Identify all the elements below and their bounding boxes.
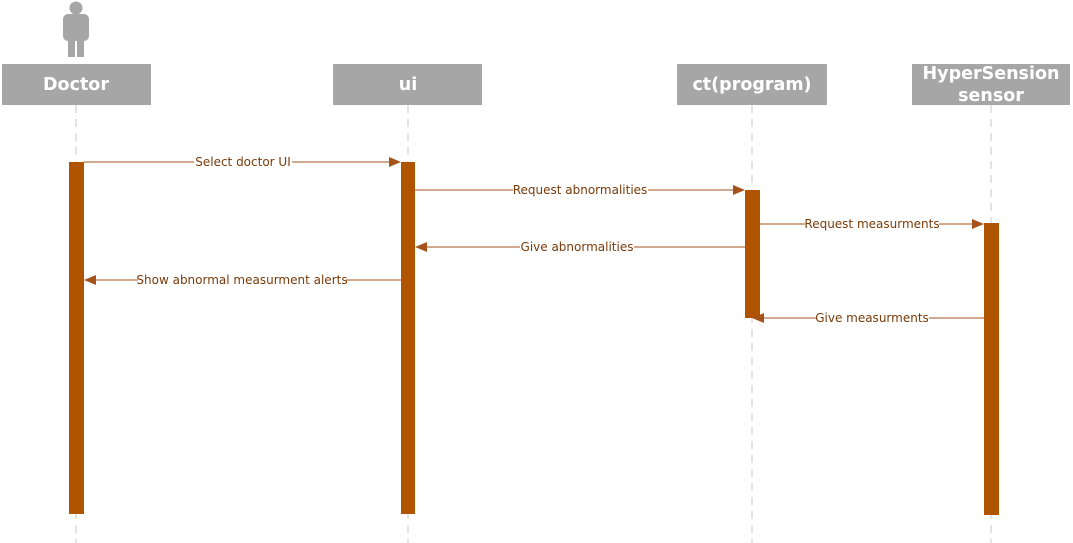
message-4-label-bg (520, 239, 634, 254)
message-4: Give abnormalities (415, 239, 745, 254)
message-2-label-bg (513, 182, 648, 197)
participant-sensor-label-line2: sensor (958, 86, 1024, 106)
participant-ct-box (677, 64, 827, 105)
message-2: Request abnormalities (415, 182, 745, 197)
message-6-label-bg (816, 310, 929, 325)
message-1-label-bg (194, 154, 292, 169)
person-icon (63, 1, 89, 57)
activation-doctor (69, 162, 84, 514)
participant-ui-box (333, 64, 482, 105)
message-3: Request measurments (760, 216, 984, 231)
message-1: Select doctor UI (84, 154, 401, 169)
participant-sensor-label-line1: HyperSension (923, 64, 1060, 84)
message-1-label: Select doctor UI (195, 155, 291, 169)
activation-ui (401, 162, 415, 514)
participant-ui-label: ui (399, 75, 417, 95)
message-3-label: Request measurments (804, 217, 939, 231)
message-5: Show abnormal measurment alerts (84, 272, 401, 287)
participant-sensor-box (912, 64, 1070, 105)
activation-ct (745, 190, 760, 318)
participant-doctor: Doctor (2, 64, 151, 105)
message-5-label: Show abnormal measurment alerts (136, 273, 347, 287)
message-6: Give measurments (752, 310, 984, 325)
message-2-label: Request abnormalities (513, 183, 648, 197)
message-5-label-bg (138, 272, 346, 287)
activations (69, 162, 999, 515)
message-6-label: Give measurments (815, 311, 929, 325)
message-3-label-bg (805, 216, 939, 231)
participant-ct-label: ct(program) (692, 75, 811, 95)
participant-ui: ui (333, 64, 482, 105)
participant-doctor-box (2, 64, 151, 105)
participant-sensor: HyperSension sensor (912, 64, 1070, 106)
activation-sensor (984, 223, 999, 515)
participant-ct: ct(program) (677, 64, 827, 105)
message-4-label: Give abnormalities (521, 240, 634, 254)
participant-doctor-label: Doctor (43, 75, 109, 95)
